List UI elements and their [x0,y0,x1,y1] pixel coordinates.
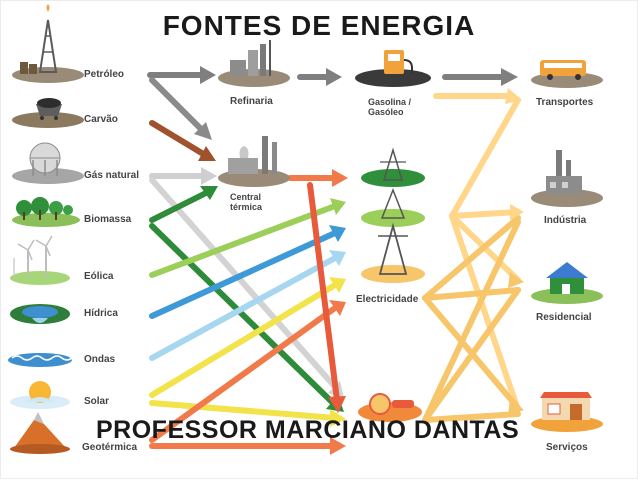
arrow-carvao-central [149,120,216,161]
sun-icon [10,381,70,409]
arrow-gasolina-transportes [442,68,518,86]
pylon-icon [361,147,425,283]
arrow-petroleo-refinaria [147,66,216,84]
label-gas-natural: Gás natural [84,170,140,181]
label-gasolina: Gasolina / Gasóleo [368,97,412,117]
power-plant-icon [218,136,290,187]
wind-turbine-icon [10,235,70,285]
house-icon [531,262,603,304]
label-industria: Indústria [544,215,587,226]
arrow-central-electricidade [287,169,348,187]
refinery-icon [218,40,290,87]
arrow-heads-right [505,88,524,416]
gas-tank-icon [12,142,84,184]
label-ondas: Ondas [84,354,116,365]
arrow-electric-fan [422,215,521,423]
factory-icon [531,150,603,207]
arrow-geotermica-servicos [149,437,346,455]
arrow-ondas-electricidade [149,250,346,361]
coal-cart-icon [12,98,84,128]
arrow-solar-electricidade [149,277,346,398]
arrow-biomassa-central [149,186,218,223]
label-carvao: Carvão [84,114,118,125]
flow-arrows [147,66,524,455]
waves-icon [8,353,73,367]
label-refinaria: Refinaria [230,96,273,107]
servicos-energy-icon [358,393,422,422]
volcano-icon [10,412,70,454]
shop-icon [531,392,603,432]
label-transportes: Transportes [536,97,594,108]
arrow-solar-servicos [149,400,346,427]
label-solar: Solar [84,396,110,407]
arrow-eolica-electricidade [149,198,346,278]
label-central-termica: Central térmica [230,192,263,212]
bus-icon [531,60,603,88]
author-caption: PROFESSOR MARCIANO DANTAS [96,416,520,444]
dam-icon [10,304,70,324]
arrow-central-servicos [307,182,346,413]
label-electricidade: Electricidade [356,294,419,305]
page-title: FONTES DE ENERGIA [162,10,476,41]
label-residencial: Residencial [536,312,592,323]
label-biomassa: Biomassa [84,214,132,225]
oil-derrick-icon [12,4,84,83]
arrow-fuel-fan [433,93,521,407]
label-servicos: Serviços [546,442,588,453]
arrow-geotermica-electricidade [149,300,346,443]
arrow-refinaria-gasolina [297,68,342,86]
arrow-gas-central [149,167,217,185]
fuel-pump-icon [355,50,431,87]
label-geotermica: Geotérmica [82,442,138,453]
arrow-petroleo-central [149,77,212,140]
label-eolica: Eólica [84,271,114,282]
trees-icon [12,197,80,227]
label-petroleo: Petróleo [84,69,125,80]
arrow-hidrica-electricidade [149,225,346,319]
label-hidrica: Hídrica [84,308,118,319]
